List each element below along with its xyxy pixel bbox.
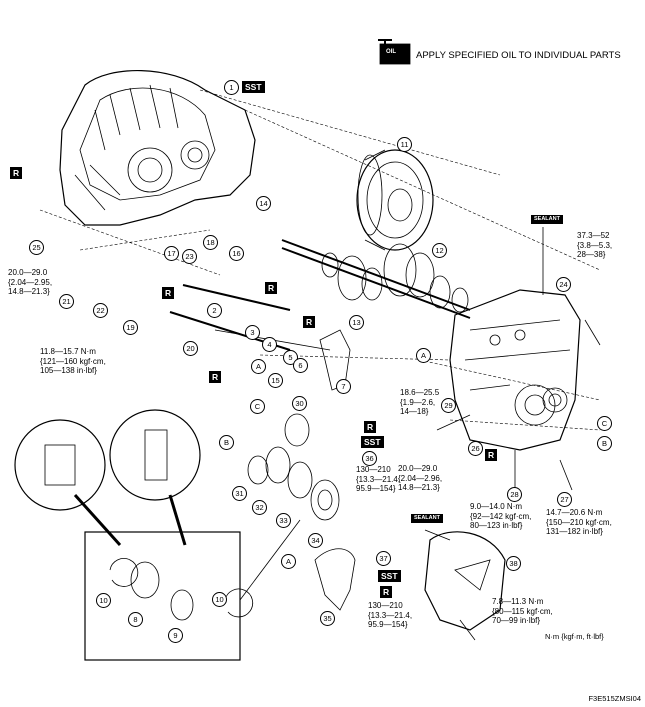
synchro-parts <box>247 413 340 521</box>
detail-box <box>84 531 241 661</box>
callout-22: 22 <box>93 303 108 318</box>
callout-35: 35 <box>320 611 335 626</box>
oil-instruction: APPLY SPECIFIED OIL TO INDIVIDUAL PARTS <box>416 50 621 61</box>
callout-38: 38 <box>506 556 521 571</box>
sst-badge-1: SST <box>242 81 265 93</box>
callout-17: 17 <box>164 246 179 261</box>
callout-2: 2 <box>207 303 222 318</box>
callout-3: 3 <box>245 325 260 340</box>
callout-4: 4 <box>262 337 277 352</box>
r-badge-19: R <box>162 287 175 299</box>
marker-a-3: A <box>281 554 296 569</box>
torque-29: 18.6—25.5 {1.9—2.6, 14—18} <box>400 388 440 416</box>
differential-gear <box>356 149 434 251</box>
callout-15: 15 <box>268 373 283 388</box>
callout-26: 26 <box>468 441 483 456</box>
callout-7: 7 <box>336 379 351 394</box>
torque-38: 7.8—11.3 N·m {80—115 kgf·cm, 70—99 in·lb… <box>492 597 553 625</box>
figure-code: F3E515ZMSI04 <box>588 694 641 703</box>
marker-c-1: C <box>250 399 265 414</box>
r-badge-left: R <box>209 371 222 383</box>
detail-view-left <box>14 419 106 511</box>
r-badge-36: R <box>364 421 377 433</box>
torque-27: 14.7—20.6 N·m {150—210 kgf·cm, 131—182 i… <box>546 508 612 536</box>
callout-20: 20 <box>183 341 198 356</box>
r-badge-25: R <box>10 167 23 179</box>
sealant-badge-case: SEALANT <box>531 215 563 224</box>
callout-36: 36 <box>362 451 377 466</box>
callout-6: 6 <box>293 358 308 373</box>
callout-8: 8 <box>128 612 143 627</box>
shift-fork-35 <box>314 548 356 611</box>
callout-24: 24 <box>556 277 571 292</box>
callout-37: 37 <box>376 551 391 566</box>
r-badge-3: R <box>265 282 278 294</box>
torque-19: 11.8—15.7 N·m {121—160 kgf·cm, 105—138 i… <box>40 347 106 375</box>
marker-b-1: B <box>219 435 234 450</box>
r-badge-37: R <box>380 586 393 598</box>
torque-24: 37.3—52 {3.8—5.3, 28—38} <box>577 231 613 259</box>
detail-view-right <box>109 409 201 501</box>
marker-a-1: A <box>251 359 266 374</box>
callout-33: 33 <box>276 513 291 528</box>
callout-13: 13 <box>349 315 364 330</box>
callout-10a: 10 <box>96 593 111 608</box>
callout-14: 14 <box>256 196 271 211</box>
callout-18: 18 <box>203 235 218 250</box>
r-badge-26: R <box>485 449 498 461</box>
sealant-badge-cover: SEALANT <box>411 514 443 523</box>
torque-36: 130—210 {13.3—21.4, 95.9—154} <box>356 465 401 493</box>
bearing-cover <box>424 531 506 631</box>
transaxle-case <box>59 70 256 226</box>
mainshaft-assembly <box>281 239 471 319</box>
clutch-housing <box>449 289 581 451</box>
callout-16: 16 <box>229 246 244 261</box>
callout-9: 9 <box>168 628 183 643</box>
callout-25: 25 <box>29 240 44 255</box>
marker-b-2: B <box>597 436 612 451</box>
sst-badge-36: SST <box>361 436 384 448</box>
callout-10b: 10 <box>212 592 227 607</box>
torque-26: 20.0—29.0 {2.04—2.96, 14.8—21.3} <box>398 464 443 492</box>
torque-25: 20.0—29.0 {2.04—2.95, 14.8—21.3} <box>8 268 53 296</box>
torque-28: 9.0—14.0 N·m {92—142 kgf·cm, 80—123 in·l… <box>470 502 532 530</box>
marker-c-2: C <box>597 416 612 431</box>
callout-34: 34 <box>308 533 323 548</box>
callout-12: 12 <box>432 243 447 258</box>
oil-can-icon <box>378 39 411 65</box>
callout-28: 28 <box>507 487 522 502</box>
reference-lines <box>39 89 601 431</box>
callout-31: 31 <box>232 486 247 501</box>
callout-21: 21 <box>59 294 74 309</box>
callout-29: 29 <box>441 398 456 413</box>
callout-1: 1 <box>224 80 239 95</box>
callout-11: 11 <box>397 137 412 152</box>
r-badge-5: R <box>303 316 316 328</box>
callout-23: 23 <box>182 249 197 264</box>
oil-icon-label: OIL <box>386 49 396 55</box>
callout-19: 19 <box>123 320 138 335</box>
torque-37: 130—210 {13.3—21.4, 95.9—154} <box>368 601 413 629</box>
callout-32: 32 <box>252 500 267 515</box>
marker-a-2: A <box>416 348 431 363</box>
sst-badge-37: SST <box>378 570 401 582</box>
units-note: N·m {kgf·m, ft·lbf} <box>545 632 604 641</box>
callout-30: 30 <box>292 396 307 411</box>
callout-27: 27 <box>557 492 572 507</box>
